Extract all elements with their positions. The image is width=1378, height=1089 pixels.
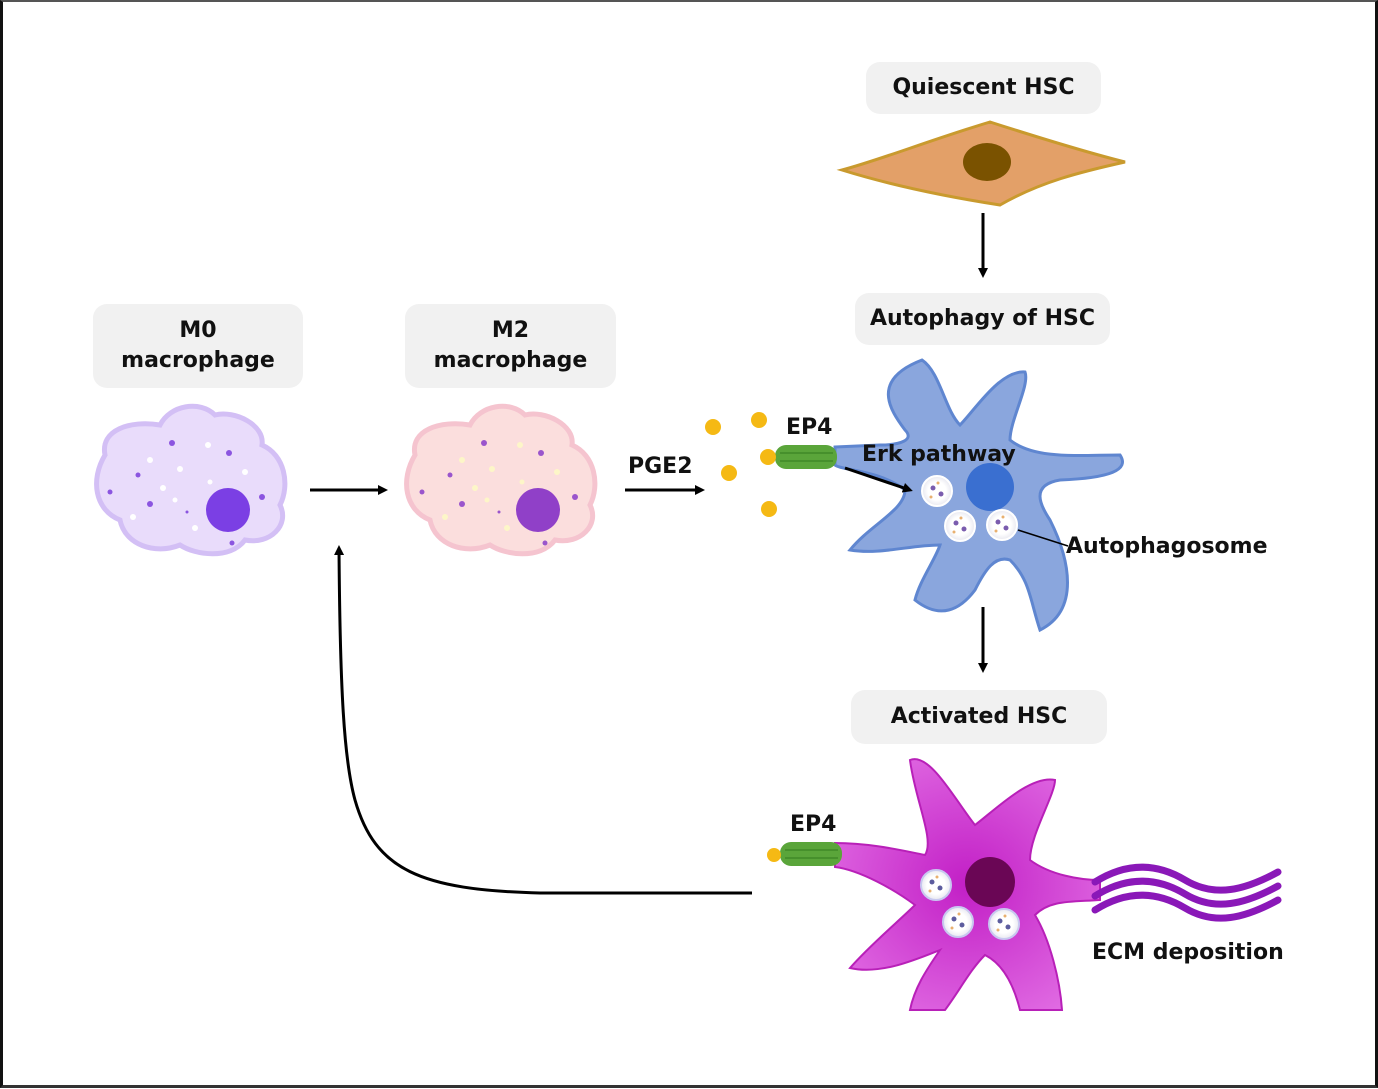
quiescent-nucleus	[963, 143, 1011, 181]
autophagy-hsc-cell	[760, 358, 1124, 633]
activated-hsc-cell	[767, 758, 1101, 1011]
m0-nucleus	[206, 488, 250, 532]
label-m0-line2: macrophage	[121, 348, 275, 373]
autophagosome-leader-line	[1017, 529, 1069, 547]
label-quiescent-text: Quiescent HSC	[892, 75, 1075, 100]
m0-macrophage-cell	[94, 403, 288, 557]
annotation-ecm-deposition: ECM deposition	[1092, 940, 1284, 965]
quiescent-hsc-cell	[836, 120, 1126, 207]
m2-vesicles	[442, 442, 560, 531]
arrow-feedback-to-m2	[334, 545, 752, 895]
label-activated-text: Activated HSC	[890, 704, 1068, 729]
pge2-bound-bottom	[767, 848, 781, 862]
m2-nucleus	[516, 488, 560, 532]
label-autophagy-hsc: Autophagy of HSC	[855, 293, 1110, 345]
pge2-molecules	[705, 412, 777, 517]
annotation-pge2: PGE2	[628, 454, 693, 479]
autophagosomes-bottom	[920, 869, 1020, 940]
ep4-receptor-top	[775, 445, 837, 469]
annotation-erk-pathway: Erk pathway	[862, 442, 1016, 467]
pge2-bound-top	[760, 449, 776, 465]
m2-macrophage-cell	[404, 403, 598, 557]
m0-vesicles	[130, 442, 248, 531]
label-quiescent-hsc: Quiescent HSC	[866, 62, 1101, 114]
label-m0-line1: M0	[179, 318, 217, 343]
label-autophagy-text: Autophagy of HSC	[869, 306, 1096, 331]
label-m0-macrophage: M0 macrophage	[93, 304, 303, 388]
arrow-erk-pathway	[844, 466, 913, 493]
m0-granules	[107, 440, 265, 546]
annotation-ep4-bottom: EP4	[790, 812, 837, 837]
autophagy-nucleus	[966, 463, 1014, 511]
autophagosomes-top	[921, 475, 1018, 542]
ep4-receptor-bottom	[780, 842, 842, 866]
label-m2-macrophage: M2 macrophage	[405, 304, 616, 388]
label-activated-hsc: Activated HSC	[851, 690, 1107, 744]
annotation-ep4-top: EP4	[786, 415, 833, 440]
label-m2-line2: macrophage	[433, 348, 588, 373]
annotation-autophagosome: Autophagosome	[1066, 534, 1268, 559]
ecm-fibers	[1091, 863, 1282, 922]
activated-nucleus	[965, 857, 1015, 907]
m2-granules	[419, 440, 578, 546]
label-m2-line1: M2	[491, 318, 530, 343]
m2-cell-body	[404, 403, 598, 557]
m0-cell-body	[94, 403, 288, 557]
